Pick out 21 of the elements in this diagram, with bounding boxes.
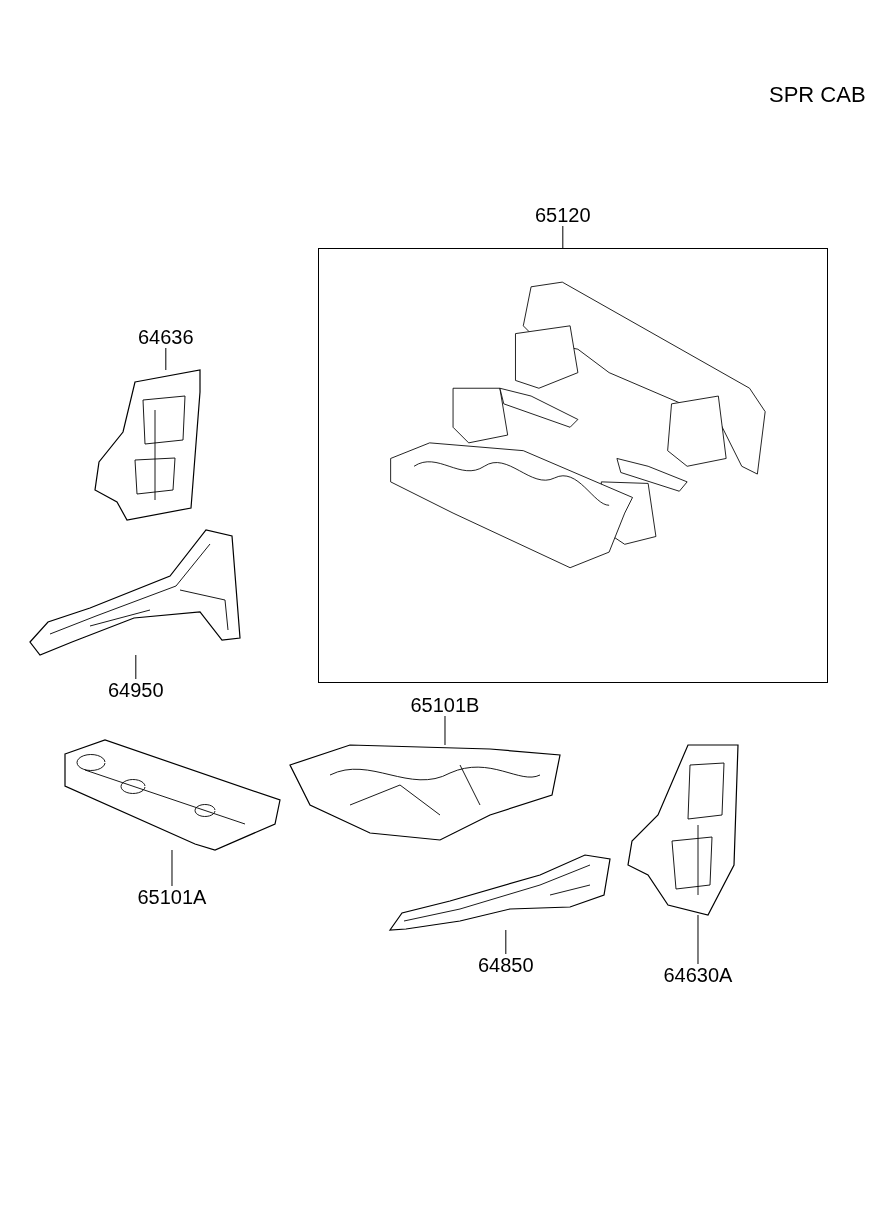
leader-line [697, 914, 699, 965]
part-number: 64636 [138, 326, 194, 348]
diagram-note: SPR CAB [769, 84, 866, 106]
leader-line [135, 654, 137, 680]
side-member-drawing [390, 855, 610, 930]
leader-line [171, 849, 173, 887]
part-number: 65101A [137, 886, 207, 908]
part-number: 64850 [478, 954, 534, 976]
assembly-frame [318, 248, 828, 683]
leader-line [165, 347, 167, 371]
leader-line [562, 225, 564, 249]
leader-line [505, 929, 507, 955]
leader-line [444, 715, 446, 746]
front-floor-drawing [65, 740, 280, 850]
center-floor-drawing [290, 745, 560, 840]
part-number: 65120 [535, 204, 591, 226]
part-number: 64950 [108, 679, 164, 701]
part-number: 65101B [410, 694, 480, 716]
side-member-drawing [30, 530, 240, 655]
part-number: 64630A [663, 964, 733, 986]
pillar-panel-drawing [628, 745, 738, 915]
